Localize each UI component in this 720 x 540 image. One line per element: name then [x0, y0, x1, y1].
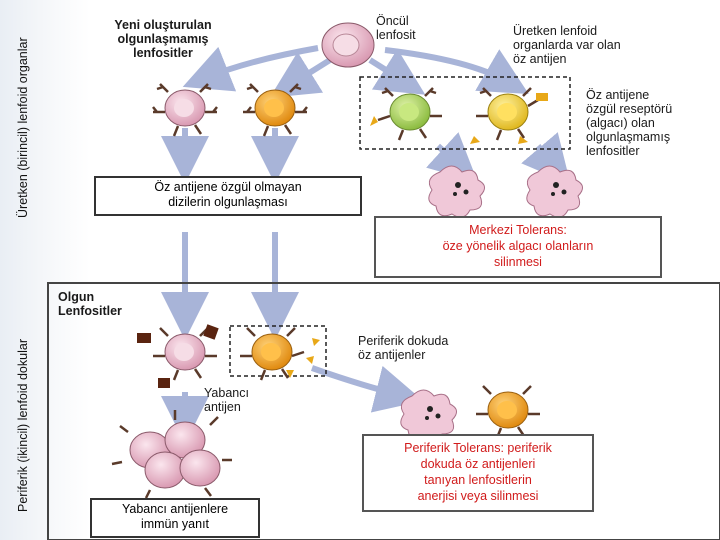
- secondary-tissues-side-label: Periferik (ikincil) lenfoid dokular: [16, 339, 30, 512]
- self-antigen-primary-label: Üretken lenfoid organlarda var olan öz a…: [513, 24, 621, 66]
- immune-response-box: Yabancı antijenlere immün yanıt: [90, 498, 260, 538]
- self-specific-receptor-label: Öz antijene özgül reseptörü (algacı) ola…: [586, 88, 673, 158]
- new-immature-label: Yeni oluşturulan olgunlaşmamış lenfositl…: [114, 18, 212, 60]
- mature-lymphocytes-frame: [47, 282, 720, 540]
- peripheral-self-antigens-label: Periferik dokuda öz antijenler: [358, 334, 449, 362]
- foreign-antigen-label: Yabancı antijen: [204, 386, 249, 414]
- immature-green-cell: [370, 87, 442, 141]
- maturation-box: Öz antijene özgül olmayan dizilerin olgu…: [94, 176, 362, 216]
- peripheral-anergic-cell: [476, 385, 540, 439]
- self-antigen-dashed-box: [359, 76, 571, 150]
- immature-yellow-cell: [470, 87, 548, 144]
- central-tolerance-box: Merkezi Tolerans: öze yönelik algacı ola…: [374, 216, 662, 278]
- precursor-label: Öncül lenfosit: [376, 14, 416, 42]
- peripheral-dashed-box: [229, 325, 327, 377]
- peripheral-tolerance-box: Periferik Tolerans: periferik dokuda öz …: [362, 434, 594, 512]
- immature-pink-cell: [152, 83, 218, 137]
- mature-lymphocytes-label: Olgun Lenfositler: [58, 290, 122, 318]
- clonal-expansion-cells: [111, 410, 232, 499]
- mature-orange-cell: [240, 327, 320, 381]
- precursor-lymphocyte: [321, 22, 375, 68]
- immature-orange-cell: [243, 83, 308, 137]
- mature-pink-cell: [137, 324, 219, 388]
- primary-organs-side-label: Üretken (birincil) lenfoid organlar: [16, 37, 30, 218]
- deleted-cell-right: [526, 165, 583, 218]
- flow-arrows: [161, 45, 571, 444]
- deleted-cell-left: [428, 165, 485, 218]
